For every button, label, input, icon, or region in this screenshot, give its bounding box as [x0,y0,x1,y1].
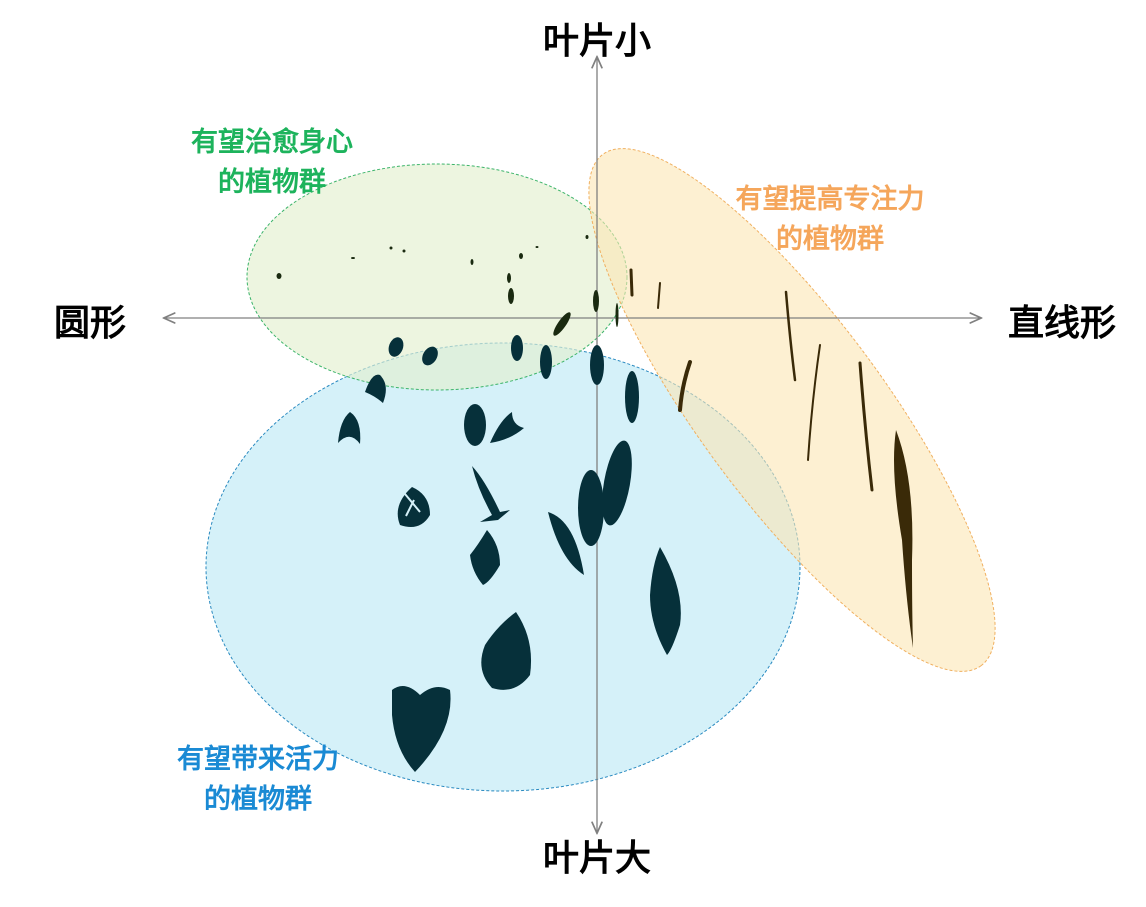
leaf-shape [338,412,361,444]
leaf-shape [807,344,821,461]
axis-label-bottom: 叶片大 [542,838,652,879]
leaf-shape [507,273,511,283]
healing-group-line2: 的植物群 [218,167,326,198]
leaf-shape [578,470,604,546]
leaf-shape [593,290,599,312]
focus-group-label: 有望提高专注力 的植物群 [736,180,925,260]
vitality-group-label: 有望带来活力 的植物群 [177,740,339,820]
leaf-shape [540,345,552,379]
leaf-shape [553,312,571,336]
leaf-shape [650,547,681,655]
leaf-shape [678,360,692,412]
leaf-shape [894,430,913,648]
leaf-shape [472,466,510,522]
leaf-shape [470,259,474,265]
focus-group-line1: 有望提高专注力 [735,184,925,215]
axis-label-left: 圆形 [53,303,127,344]
leaf-shape [548,512,584,575]
leaf-shape [511,335,523,361]
leaf-shape [351,257,355,259]
round-leaves [338,335,681,772]
small-leaves [276,235,619,336]
vitality-group-ellipse [205,342,801,792]
leaf-shape [602,440,632,526]
leaf-shape [615,303,619,327]
leaf-shape [585,235,589,239]
leaf-shape [508,288,514,304]
leaf-shape [784,290,797,382]
leaf-shape [625,371,639,423]
healing-group-line1: 有望治愈身心 [191,127,353,158]
leaf-shape [590,345,604,385]
axis-label-top: 叶片小 [542,21,652,62]
focus-group-line2: 的植物群 [776,224,884,255]
leaf-shape [464,404,486,446]
leaf-shape [535,246,539,248]
leaf-shape [389,246,393,250]
leaf-shape [365,374,386,403]
leaf-shape [276,273,282,279]
leaf-shape [422,346,438,366]
leaf-shape [470,530,500,585]
leaf-shape [858,361,874,492]
leaf-shape [519,253,523,259]
leaf-shape [388,337,404,357]
leaf-shape [397,487,430,528]
leaf-shape [481,612,532,690]
healing-group-label: 有望治愈身心 的植物群 [191,123,353,203]
leaf-shape [392,686,451,772]
leaf-shape [657,282,661,309]
vitality-group-line1: 有望带来活力 [177,744,339,775]
leaf-shape [402,249,406,253]
axis-label-right: 直线形 [1007,303,1117,344]
vitality-group-line2: 的植物群 [204,784,312,815]
focus-group-ellipse [588,148,996,672]
linear-leaves [629,268,874,492]
leaf-shape [629,268,634,297]
leaf-shape [490,412,524,443]
